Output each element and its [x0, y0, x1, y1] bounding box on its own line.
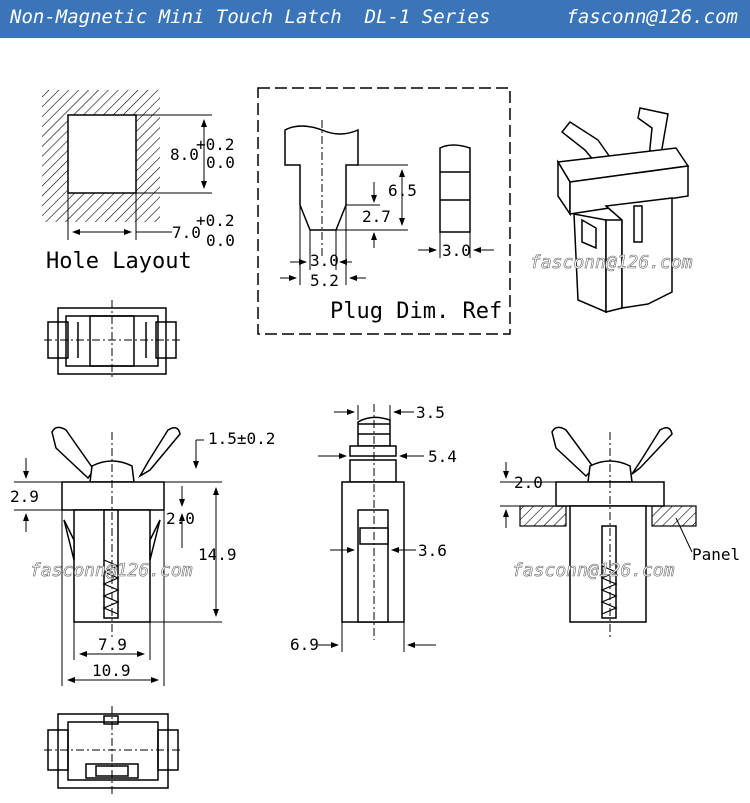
hole-height-tol-lower: 0.0	[206, 153, 235, 172]
title-banner: Non-Magnetic Mini Touch Latch DL-1 Serie…	[0, 0, 750, 38]
top-view	[44, 300, 180, 380]
product-title: Non-Magnetic Mini Touch Latch DL-1 Serie…	[10, 6, 491, 28]
contact-email: fasconn@126.com	[566, 6, 738, 28]
plug-dim-5-2: 5.2	[310, 271, 339, 290]
front-dim-1-5: 1.5±0.2	[208, 429, 275, 448]
side-dim-3-5: 3.5	[416, 403, 445, 422]
front-view: 1.5±0.2 2.9 2.0 14.9 7.9 10.9	[10, 426, 275, 686]
front-dim-14-9: 14.9	[198, 545, 237, 564]
hole-height-tol-upper: +0.2	[196, 135, 235, 154]
panel-label: Panel	[692, 545, 740, 564]
installed-dim-2-0: 2.0	[514, 473, 543, 492]
hole-width-dim: 7.0	[172, 223, 201, 242]
plug-dim-ref-view: 6.5 2.7 3.0 5.2 3.0 Plug Dim. Ref	[257, 87, 511, 335]
hole-layout-label: Hole Layout	[46, 249, 192, 274]
side-view: 3.5 5.4 3.6 6.9	[290, 403, 457, 654]
hole-height-dim: 8.0	[170, 145, 199, 164]
installed-view: 2.0 Panel	[500, 426, 740, 640]
front-dim-7-9: 7.9	[98, 635, 127, 654]
watermark-2: fasconn@126.com	[30, 560, 193, 581]
front-dim-2-9: 2.9	[10, 487, 39, 506]
hole-width-tol-lower: 0.0	[206, 231, 235, 250]
watermark-3: fasconn@126.com	[512, 560, 675, 581]
plug-dim-6-5: 6.5	[388, 181, 417, 200]
plug-dim-ref-label: Plug Dim. Ref	[330, 299, 502, 324]
hole-layout-view: 8.0 +0.2 0.0 7.0 +0.2 0.0 Hole Layout	[42, 90, 235, 274]
plug-dim-3-0-a: 3.0	[310, 251, 339, 270]
side-dim-3-6: 3.6	[418, 541, 447, 560]
watermark-1: fasconn@126.com	[530, 252, 693, 273]
plug-dim-3-0-b: 3.0	[442, 241, 471, 260]
isometric-view	[556, 107, 690, 314]
hole-width-tol-upper: +0.2	[196, 211, 235, 230]
bottom-view	[44, 706, 182, 796]
side-dim-6-9: 6.9	[290, 635, 319, 654]
plug-dim-2-7: 2.7	[362, 207, 391, 226]
front-dim-2-0: 2.0	[166, 509, 195, 528]
side-dim-5-4: 5.4	[428, 447, 457, 466]
front-dim-10-9: 10.9	[92, 661, 131, 680]
